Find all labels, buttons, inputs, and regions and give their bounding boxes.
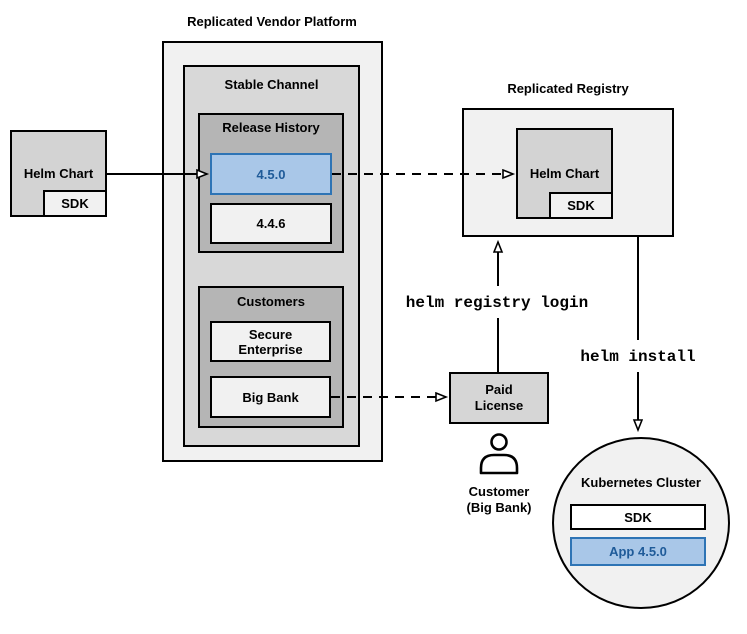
customer-person-icon [479,433,519,475]
helm-registry-login-command: helm registry login [405,294,589,312]
secure-enterprise-line1: Secure [248,326,293,342]
release-4-4-6-box: 4.4.6 [210,203,332,244]
registry-sdk-box: SDK [549,192,613,219]
paid-license-line1: Paid [485,382,513,397]
release-history-title: Release History [222,120,320,135]
paid-license-line2: License [474,398,524,413]
source-sdk-box: SDK [43,190,107,217]
stable-channel-title: Stable Channel [224,77,319,92]
customer-actor-line1: Customer [468,484,530,499]
secure-enterprise-line2: Enterprise [238,341,303,357]
customer-big-bank-box: Big Bank [210,376,331,418]
helm-install-command: helm install [580,348,696,366]
release-4-5-0-box: 4.5.0 [210,153,332,195]
cluster-sdk-box: SDK [570,504,706,530]
cluster-app-box: App 4.5.0 [570,537,706,566]
kubernetes-cluster-title: Kubernetes Cluster [581,475,701,490]
customers-title: Customers [237,294,305,309]
paid-license-box: Paid License [449,372,549,424]
vendor-platform-title: Replicated Vendor Platform [187,14,357,29]
customer-actor-line2: (Big Bank) [466,500,532,515]
replicated-registry-title: Replicated Registry [507,81,629,96]
customer-actor-label: Customer (Big Bank) [439,484,559,516]
customer-secure-enterprise-box: Secure Enterprise [210,321,331,362]
